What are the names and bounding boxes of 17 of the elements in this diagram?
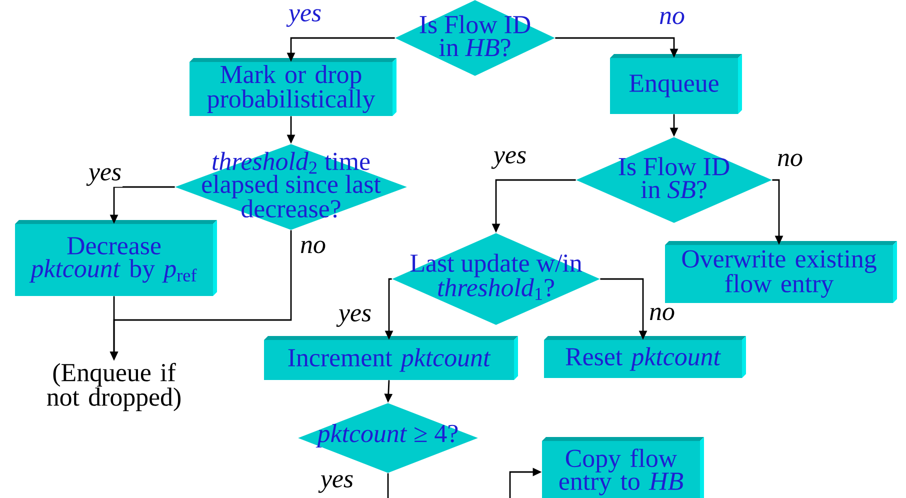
process-box: Reset pktcount <box>544 336 746 378</box>
edge-label: no <box>658 10 686 26</box>
process-box: Decrease pktcount by p$_{ref}$ <box>15 220 217 296</box>
process-box: Enqueue <box>610 54 742 114</box>
edge-label: yes <box>286 8 323 28</box>
edge-label: no <box>648 306 676 322</box>
process-box: Mark or drop probabilistically <box>190 58 396 116</box>
edge-label: yes <box>336 308 373 328</box>
edge-label: no <box>299 240 327 254</box>
note-text: (Enqueue if not dropped) <box>46 362 180 412</box>
edge-label: yes <box>86 167 123 187</box>
process-box: Overwrite existing flow entry <box>665 241 897 303</box>
edge-label: yes <box>318 474 355 494</box>
process-box: Copy flow entry to HB <box>542 437 704 498</box>
process-box: Increment pktcount <box>264 336 518 380</box>
edge-label: no <box>776 152 804 168</box>
edge-label: yes <box>491 150 528 170</box>
